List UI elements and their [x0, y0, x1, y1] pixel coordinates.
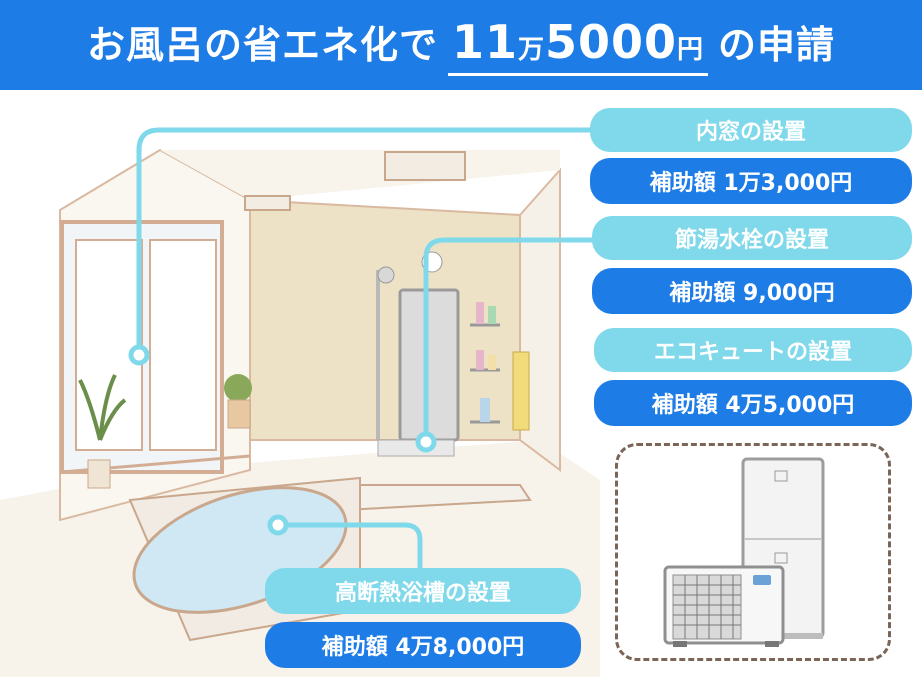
- title-prefix: お風呂の省エネ化で: [86, 23, 438, 67]
- eco-cute-water-heater-illustration: [663, 457, 825, 647]
- title-suffix: の申請: [718, 23, 836, 67]
- window-label: 内窓の設置: [590, 108, 912, 152]
- ecocute-amount: 補助額 4万5,000円: [594, 380, 912, 426]
- bathtub-amount: 補助額 4万8,000円: [265, 622, 581, 668]
- faucet-label: 節湯水栓の設置: [592, 216, 912, 260]
- title-amount-digits-2: 5000: [544, 15, 678, 69]
- title-amount-unit-1: 万: [517, 35, 545, 65]
- bathtub-label: 高断熱浴槽の設置: [265, 568, 581, 614]
- eco-cute-frame: [615, 443, 891, 661]
- window-amount: 補助額 1万3,000円: [590, 158, 912, 204]
- title-amount-digits-1: 11: [451, 15, 518, 69]
- bathroom-illustration: [0, 148, 600, 677]
- title-amount-unit-2: 円: [677, 35, 705, 65]
- faucet-amount: 補助額 9,000円: [592, 268, 912, 314]
- ecocute-label: エコキュートの設置: [594, 328, 912, 372]
